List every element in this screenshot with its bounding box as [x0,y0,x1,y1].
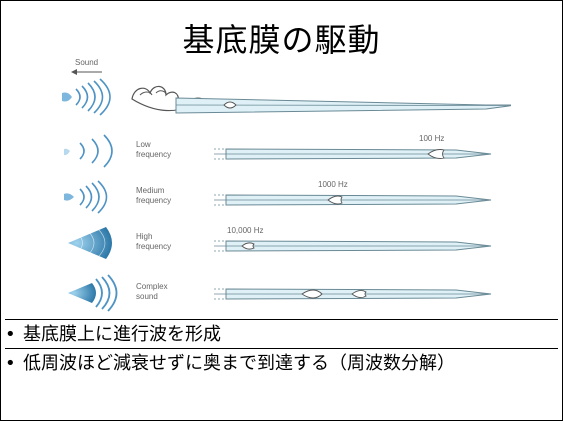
figure-svg: Sound [62,58,511,312]
row-high-frequency: High frequency 10,000 Hz [68,226,492,259]
sound-label: Sound [75,58,98,67]
hz-label: 10,000 Hz [227,226,263,235]
row-uncoiled-cochlea [62,78,511,116]
basilar-membrane-figure: Sound [56,53,511,313]
sound-direction-arrow-icon [71,69,102,75]
row-label-line1: Complex [136,282,168,291]
sound-waves-icon [68,227,112,259]
hz-label: 1000 Hz [318,180,348,189]
sound-waves-icon [68,274,118,312]
row-medium-frequency: Medium frequency 1000 Hz [64,180,492,214]
row-label-line2: frequency [136,150,171,159]
row-label-line2: frequency [136,196,171,205]
row-label-line2: frequency [136,242,171,251]
row-label-line1: Low [136,140,151,149]
row-complex-sound: Complex sound [68,274,492,312]
hz-label: 100 Hz [419,134,444,143]
bullet-marker: • [5,324,16,345]
bullet-text: 基底膜上に進行波を形成 [23,324,221,345]
sound-waves-icon [64,134,113,168]
row-low-frequency: Low frequency 100 Hz [64,134,492,168]
bullet-item: • 基底膜上に進行波を形成 [5,319,558,348]
slide-title: 基底膜の駆動 [182,21,381,59]
sound-waves-icon [64,180,108,214]
sound-waves-icon [62,78,111,116]
bullet-marker: • [5,353,16,374]
row-label-line1: High [136,232,152,241]
row-label-line2: sound [136,292,158,301]
bullet-text: 低周波ほど減衰せずに奥まで到達する（周波数分解） [23,353,455,374]
bullet-item: • 低周波ほど減衰せずに奥まで到達する（周波数分解） [5,348,558,377]
row-label-line1: Medium [136,186,165,195]
bullet-list: • 基底膜上に進行波を形成 • 低周波ほど減衰せずに奥まで到達する（周波数分解） [5,319,558,377]
